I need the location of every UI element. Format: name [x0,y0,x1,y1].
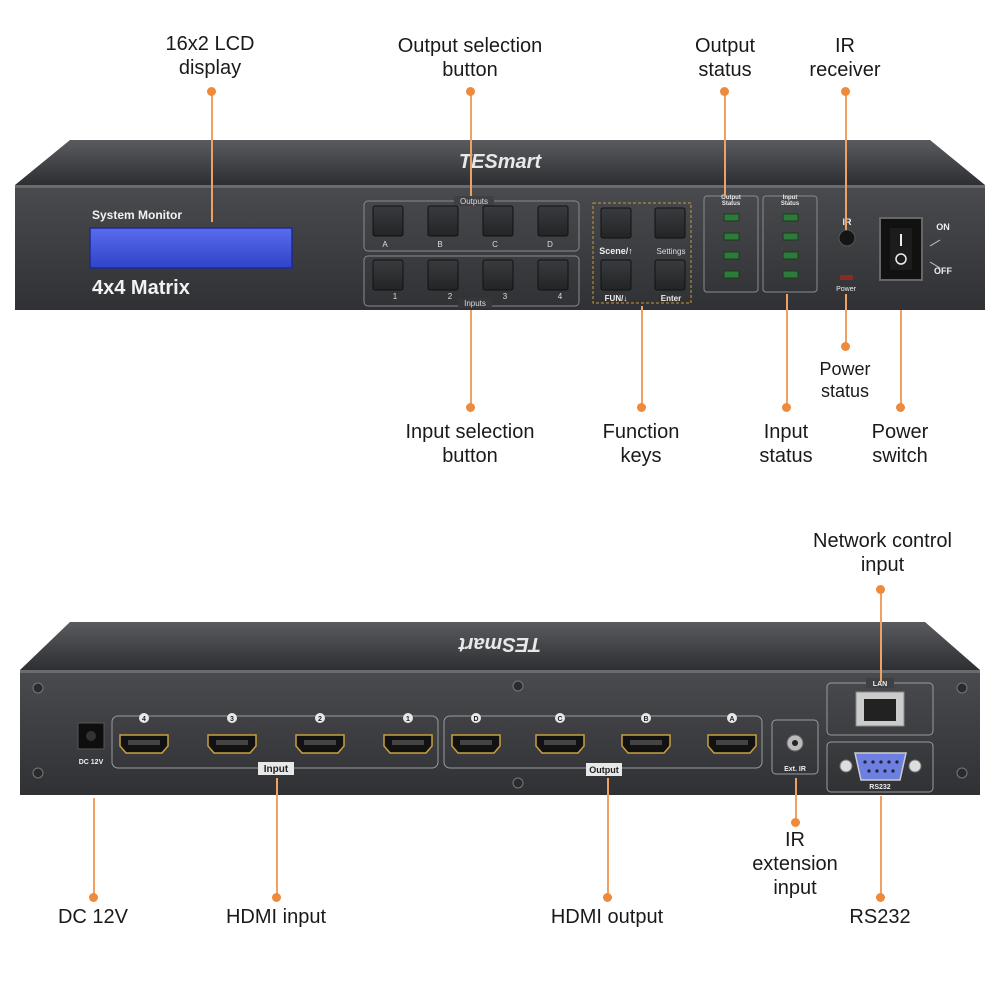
outputs-group-label: Outputs [460,197,488,206]
ir-receiver-window [838,229,856,247]
output-status-led [723,251,740,260]
enter-button[interactable] [654,259,686,291]
input-status-led [782,270,799,279]
callout-dc-12v: DC 12V [57,906,129,928]
output-status-led [723,213,740,222]
hdmi-port-number: C [557,716,562,723]
rs232-port [854,752,907,781]
front-brand-logo: TESmart [459,151,543,173]
ir-label: IR [843,217,853,227]
scene-label: Scene/↑ [599,246,633,256]
power-status-label: Power [836,286,857,293]
rear-chassis-top [20,622,980,670]
rear-chassis-face [20,670,980,795]
hdmi-port-number: 4 [142,716,146,723]
scene-up-button[interactable] [600,207,632,239]
output-button-c[interactable] [482,205,514,237]
callout-rs232: RS232 [849,906,911,928]
dc-jack-label: DC 12V [79,759,104,766]
off-label: OFF [934,266,952,276]
input-status-label: Input [783,195,798,201]
hdmi-port-number: 3 [230,716,234,723]
ext-ir-frame [771,719,819,775]
input-status-led [782,213,799,222]
output-status-frame [703,195,759,293]
power-led [840,275,853,280]
output-status-label: Output [721,195,741,201]
lan-label: LAN [873,681,887,688]
rs232-frame [826,741,934,793]
hdmi-port-number: B [643,716,648,723]
input-group-label: Input [264,764,289,775]
output-button-label: C [492,240,498,249]
settings-button[interactable] [654,207,686,239]
rear-panel: TESmart DC 12V Input Output 4 3 2 1 D C B A [20,622,980,795]
rs232-label: RS232 [869,784,891,791]
hdmi-port-number: D [473,716,478,723]
input-button-3[interactable] [482,259,514,291]
output-button-label: A [382,240,388,249]
output-button-label: B [437,240,442,249]
hdmi-port-number: 2 [318,716,322,723]
system-monitor-label: System Monitor [92,208,182,222]
output-status-led [723,270,740,279]
settings-label: Settings [657,247,686,256]
input-button-label: 2 [448,292,453,301]
output-button-b[interactable] [427,205,459,237]
output-button-label: D [547,240,553,249]
fun-label: FUN/↓ [605,294,628,303]
callout-hdmi-input: HDMI input [225,906,327,928]
callout-hdmi-output: HDMI output [550,906,664,928]
output-button-a[interactable] [372,205,404,237]
input-status-frame [762,195,818,293]
hdmi-port-number: A [729,716,734,723]
inputs-group-label: Inputs [464,299,486,308]
input-button-label: 3 [503,292,508,301]
output-status-led [723,232,740,241]
input-status-led [782,251,799,260]
ext-ir-label: Ext. IR [784,766,806,773]
lcd-display [89,227,293,269]
rear-brand-logo: TESmart [458,633,542,655]
input-button-1[interactable] [372,259,404,291]
output-group-label: Output [589,765,619,775]
fun-down-button[interactable] [600,259,632,291]
input-button-label: 4 [558,292,563,301]
enter-label: Enter [661,294,681,303]
input-button-label: 1 [393,292,398,301]
input-button-2[interactable] [427,259,459,291]
front-panel: TESmart System Monitor 4x4 Matrix Output… [15,140,985,310]
input-status-led [782,232,799,241]
front-chassis-top [15,140,985,185]
on-label: ON [936,222,950,232]
output-button-d[interactable] [537,205,569,237]
function-keys-frame [592,202,692,304]
input-button-4[interactable] [537,259,569,291]
model-label: 4x4 Matrix [92,277,190,299]
hdmi-port-number: 1 [406,716,410,723]
